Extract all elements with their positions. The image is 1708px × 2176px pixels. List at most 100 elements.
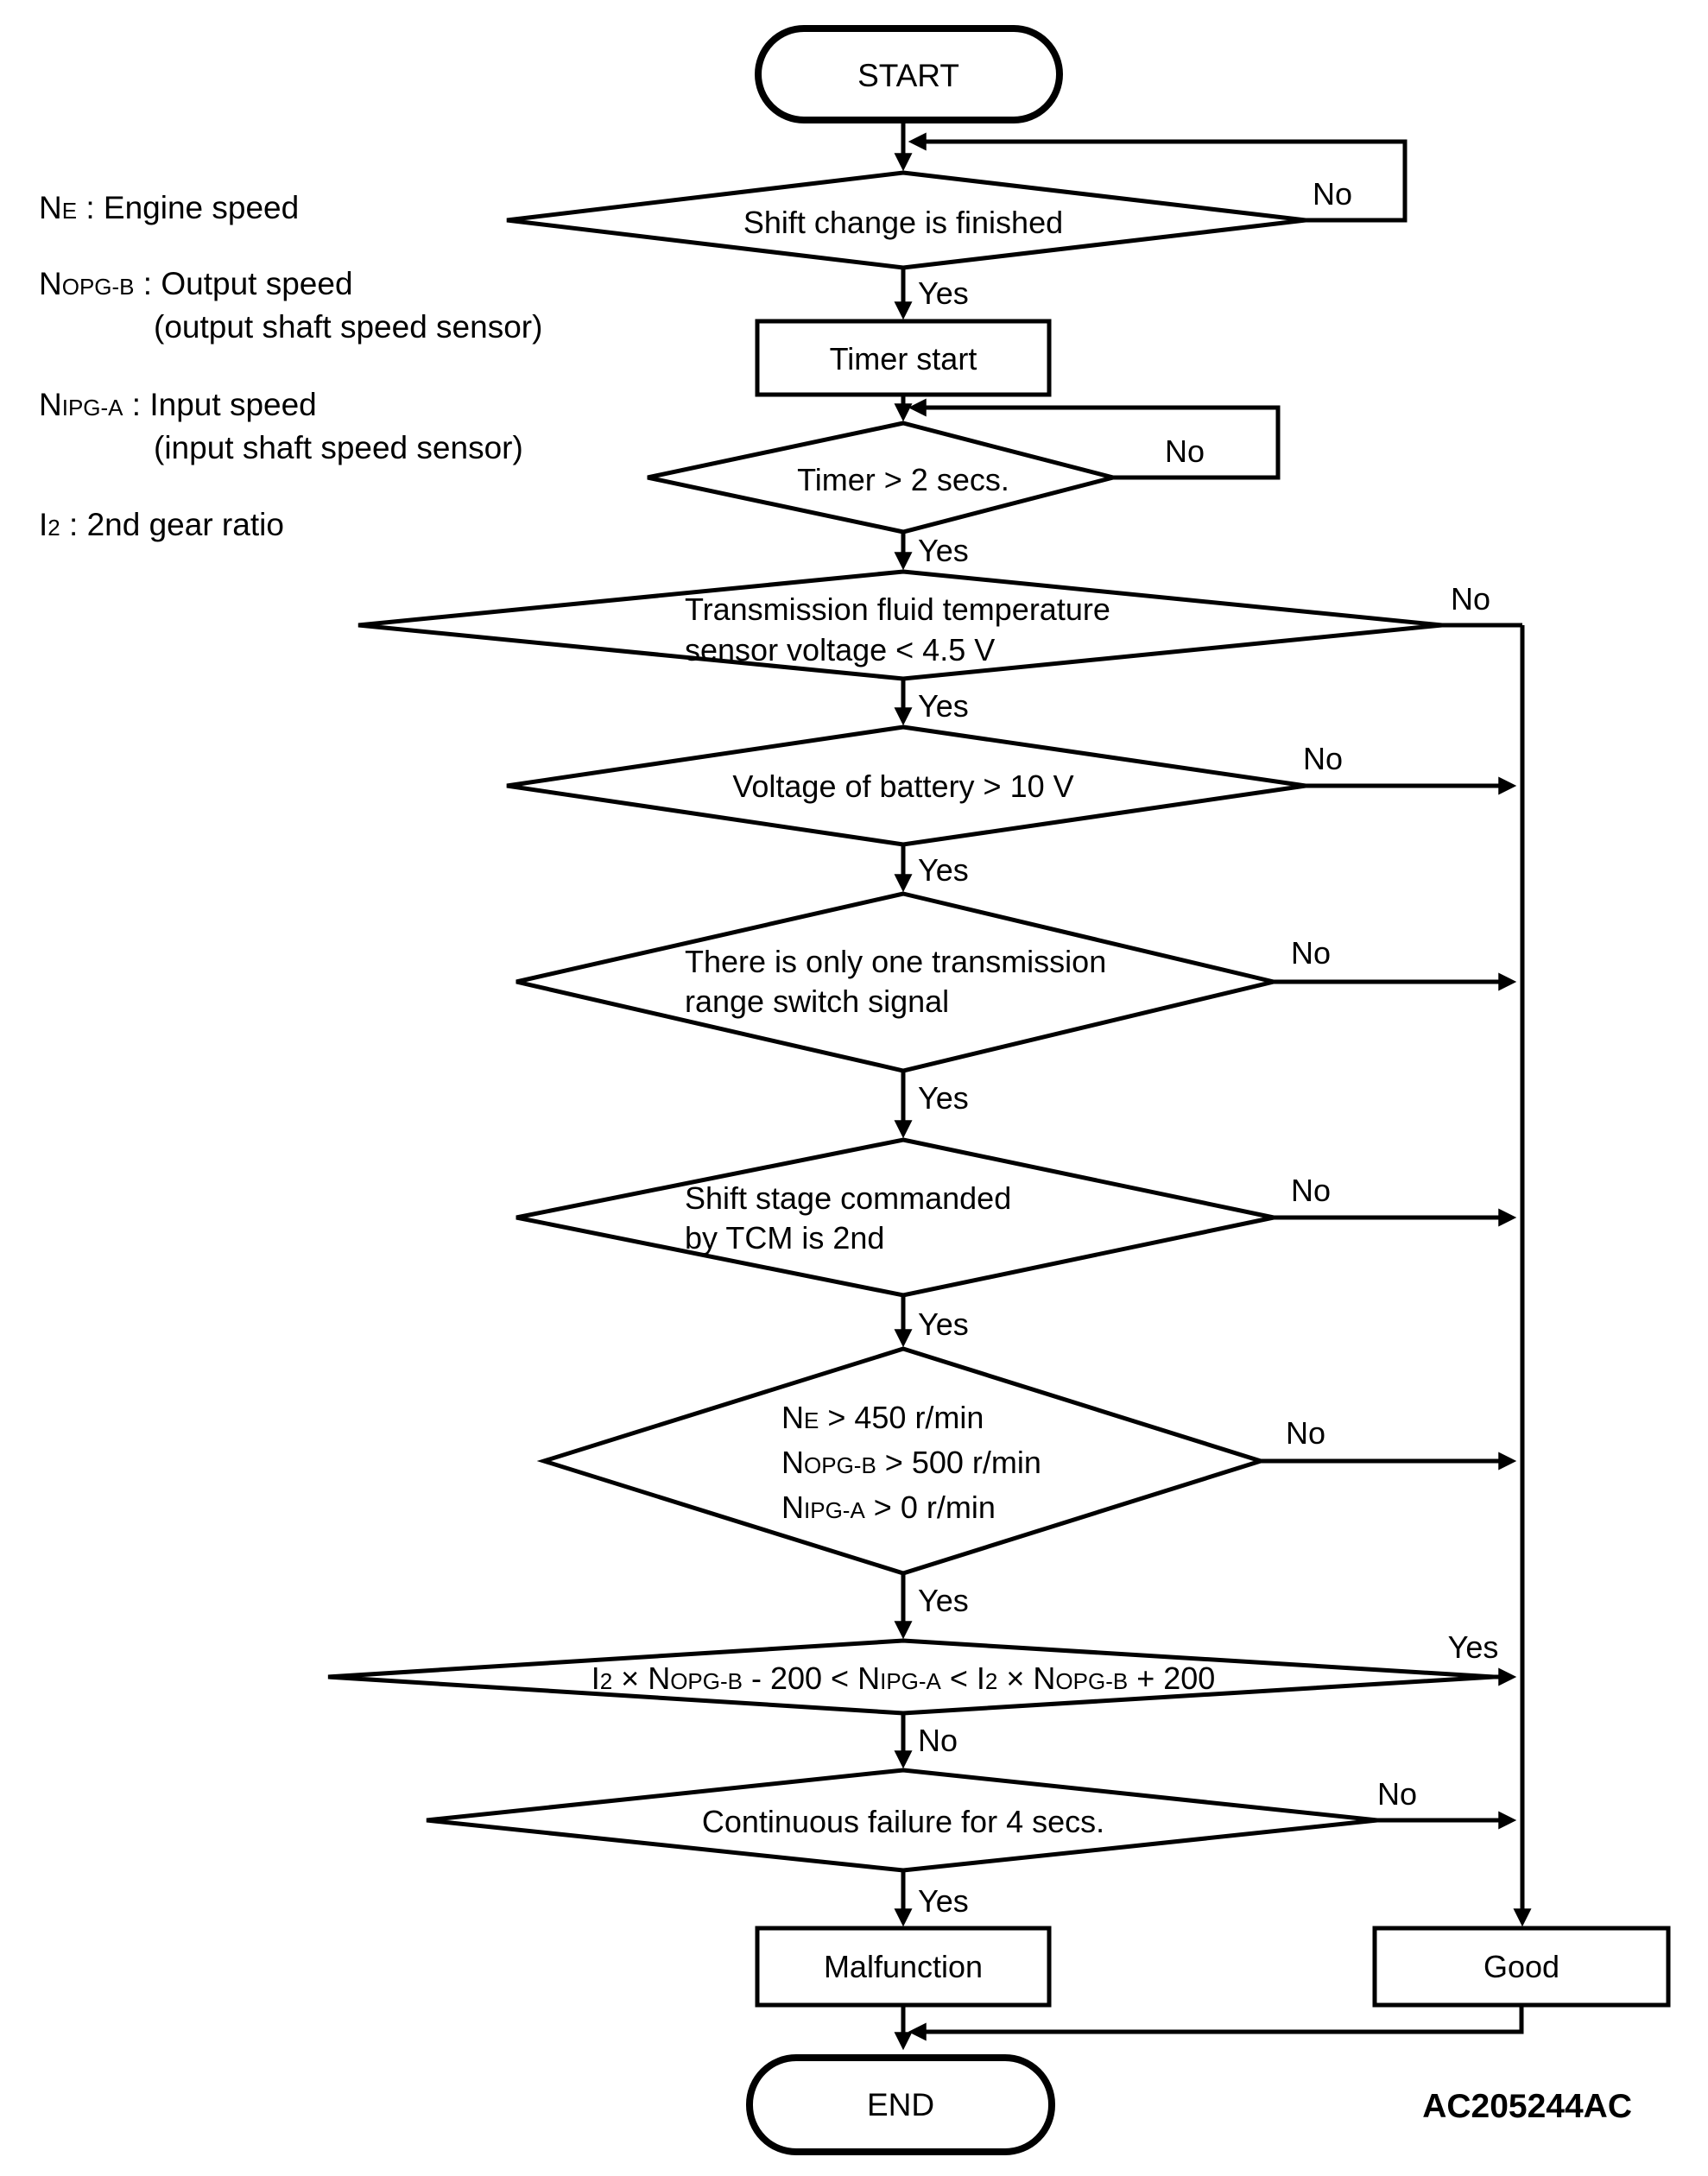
end-terminator-shape <box>746 2054 1055 2155</box>
node-decision-speed-thresholds: NE > 450 r/min NOPG-B > 500 r/min NIPG-A… <box>536 1346 1325 1618</box>
label-yes-continuous-failure: Yes <box>918 1883 969 1919</box>
figure-code: AC205244AC <box>1422 2088 1632 2125</box>
label-no-fluid-temp: No <box>1451 581 1490 617</box>
label-no-gear-ratio-formula: No <box>918 1723 958 1758</box>
decision-shift-change-shape <box>506 170 1306 270</box>
speed-condition: > 500 r/min <box>876 1445 1041 1480</box>
end-label: END <box>867 2087 934 2122</box>
node-decision-gear-ratio-formula: I2 × NOPG-B - 200 < NIPG-A < I2 × NOPG-B… <box>327 1629 1499 1758</box>
label-no-range-switch: No <box>1291 935 1331 971</box>
node-decision-fluid-temp-sensor: Transmission fluid temperature sensor vo… <box>357 569 1490 724</box>
process-malfunction-shape <box>755 1926 1052 2008</box>
formula-part: + 200 <box>1128 1660 1215 1696</box>
label-yes-timer: Yes <box>918 533 969 568</box>
legend-item-input-speed: NIPG-A : Input speed <box>39 387 317 422</box>
decision-gear-ratio-formula-label: I2 × NOPG-B - 200 < NIPG-A < I2 × NOPG-B… <box>591 1660 1216 1696</box>
legend-subscript: OPG-B <box>62 274 135 300</box>
edge-shift-change-no-loop <box>908 132 1408 223</box>
decision-battery-voltage-label: Voltage of battery > 10 V <box>732 769 1073 804</box>
speed-subscript: OPG-B <box>804 1452 876 1478</box>
process-malfunction-label: Malfunction <box>824 1949 983 1984</box>
decision-timer-label: Timer > 2 secs. <box>797 462 1009 497</box>
speed-subscript: E <box>804 1407 819 1433</box>
decision-shift-stage-line2: by TCM is 2nd <box>685 1220 884 1256</box>
edge-timer-check-no-loop <box>908 398 1281 480</box>
speed-condition: > 450 r/min <box>819 1400 984 1435</box>
node-decision-shift-change: Shift change is finished No Yes <box>506 170 1352 311</box>
decision-fluid-temp-line2: sensor voltage < 4.5 V <box>685 632 995 667</box>
label-yes-shift-change: Yes <box>918 275 969 311</box>
legend-note-input-sensor: (input shaft speed sensor) <box>154 430 523 465</box>
decision-fluid-temp-sensor-shape <box>357 569 1443 681</box>
speed-condition: > 0 r/min <box>865 1490 996 1525</box>
formula-part: - 200 < N <box>743 1660 880 1696</box>
process-timer-start-label: Timer start <box>830 341 977 376</box>
label-yes-shift-stage: Yes <box>918 1306 969 1342</box>
process-timer-start-shape <box>755 319 1052 397</box>
label-yes-gear-ratio-formula: Yes <box>1448 1629 1499 1665</box>
legend-symbol: N <box>39 266 62 301</box>
decision-timer-shape <box>647 421 1122 535</box>
node-process-good: Good <box>1372 1926 1671 2008</box>
legend-subscript: IPG-A <box>62 395 123 421</box>
legend-subscript: E <box>62 198 77 224</box>
formula-part: × N <box>612 1660 670 1696</box>
decision-speeds-line1: NE > 450 r/min <box>781 1400 984 1435</box>
formula-subscript: 2 <box>985 1668 997 1694</box>
decision-range-switch-line2: range switch signal <box>685 984 949 1019</box>
decision-continuous-failure-shape <box>426 1768 1378 1873</box>
label-yes-battery-voltage: Yes <box>918 852 969 888</box>
label-yes-range-switch: Yes <box>918 1080 969 1116</box>
node-decision-shift-stage-tcm: Shift stage commanded by TCM is 2nd No Y… <box>516 1137 1331 1342</box>
formula-part: < I <box>941 1660 985 1696</box>
decision-shift-stage-line1: Shift stage commanded <box>685 1180 1011 1216</box>
process-good-label: Good <box>1483 1949 1559 1984</box>
formula-subscript: 2 <box>600 1668 612 1694</box>
label-no-continuous-failure: No <box>1377 1776 1417 1812</box>
label-yes-speed-thresholds: Yes <box>918 1583 969 1618</box>
label-no-timer: No <box>1165 433 1205 469</box>
node-decision-continuous-failure: Continuous failure for 4 secs. No Yes <box>426 1768 1417 1919</box>
start-terminator-shape <box>755 25 1063 123</box>
legend-item-output-speed: NOPG-B : Output speed <box>39 266 353 301</box>
start-label: START <box>857 58 959 93</box>
connectors <box>894 120 1532 2051</box>
edge-good-to-end-merge <box>908 2005 1524 2041</box>
legend-symbol: N <box>39 190 62 225</box>
legend-description: : Output speed <box>135 266 353 301</box>
decision-shift-stage-tcm-shape <box>516 1137 1275 1298</box>
label-no-battery-voltage: No <box>1303 741 1343 776</box>
decision-speeds-line2: NOPG-B > 500 r/min <box>781 1445 1041 1480</box>
decision-range-switch-line1: There is only one transmission <box>685 944 1106 979</box>
formula-part: × N <box>997 1660 1055 1696</box>
formula-part: I <box>591 1660 600 1696</box>
legend-symbol: N <box>39 387 62 422</box>
decision-shift-change-label: Shift change is finished <box>743 205 1063 240</box>
speed-symbol: N <box>781 1445 804 1480</box>
legend-item-gear-ratio: I2 : 2nd gear ratio <box>39 507 284 542</box>
legend: NE : Engine speed NOPG-B : Output speed … <box>39 190 542 542</box>
legend-note-output-sensor: (output shaft speed sensor) <box>154 309 542 345</box>
node-process-timer-start: Timer start <box>755 319 1052 397</box>
decision-battery-voltage-shape <box>506 724 1306 847</box>
node-start: START <box>755 25 1063 123</box>
formula-subscript: OPG-B <box>1055 1668 1128 1694</box>
decision-speeds-line3: NIPG-A > 0 r/min <box>781 1490 996 1525</box>
decision-range-switch-shape <box>516 891 1275 1073</box>
decision-gear-ratio-formula-shape <box>327 1638 1495 1716</box>
legend-description: : Engine speed <box>77 190 299 225</box>
decision-speed-thresholds-shape <box>536 1346 1268 1576</box>
speed-subscript: IPG-A <box>804 1497 865 1523</box>
node-decision-timer: Timer > 2 secs. No Yes <box>647 421 1205 568</box>
formula-subscript: IPG-A <box>880 1668 941 1694</box>
speed-symbol: N <box>781 1400 804 1435</box>
legend-symbol: I <box>39 507 47 542</box>
node-decision-range-switch: There is only one transmission range swi… <box>516 891 1331 1116</box>
label-yes-fluid-temp: Yes <box>918 688 969 724</box>
decision-continuous-failure-label: Continuous failure for 4 secs. <box>702 1804 1104 1839</box>
speed-symbol: N <box>781 1490 804 1525</box>
label-no-speed-thresholds: No <box>1286 1415 1325 1451</box>
label-no-shift-stage: No <box>1291 1173 1331 1208</box>
